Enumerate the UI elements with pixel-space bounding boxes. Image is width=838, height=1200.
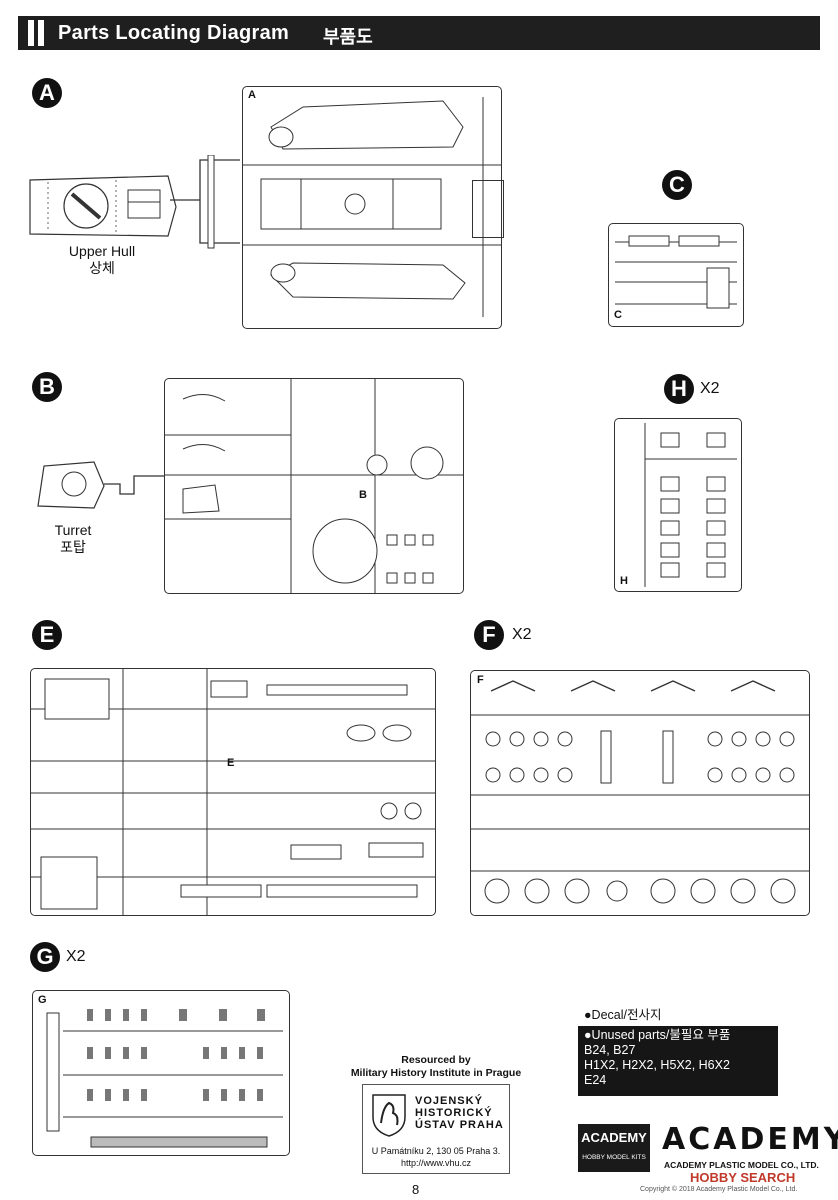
badge-bottom-text: HOBBY MODEL KITS bbox=[582, 1154, 646, 1161]
connector-b bbox=[104, 475, 170, 495]
runner-h: H bbox=[614, 418, 742, 592]
page-subtitle: 부품도 bbox=[323, 27, 373, 47]
section-h-multiplier: X2 bbox=[700, 380, 720, 397]
runner-b: B bbox=[164, 378, 464, 594]
watermark: HOBBY SEARCH bbox=[690, 1170, 796, 1185]
vhu-line: HISTORICKÝ bbox=[415, 1107, 493, 1119]
runner-h-label: H bbox=[620, 575, 628, 587]
header-bar-icon bbox=[38, 20, 44, 46]
section-c-marker: C bbox=[662, 170, 692, 200]
upper-hull-part bbox=[28, 172, 178, 242]
vhu-line: VOJENSKÝ bbox=[415, 1095, 483, 1107]
resource-heading-1: Resourced by bbox=[401, 1054, 471, 1066]
header-bar-icon bbox=[28, 20, 34, 46]
runner-g-label: G bbox=[38, 994, 47, 1006]
unused-parts-line: E24 bbox=[584, 1073, 607, 1087]
runner-f: F bbox=[470, 670, 810, 916]
badge-top-text: ACADEMY bbox=[581, 1130, 647, 1145]
runner-e: E bbox=[30, 668, 436, 916]
runner-a-label: A bbox=[248, 89, 256, 101]
unused-parts-line: H1X2, H2X2, H5X2, H6X2 bbox=[584, 1058, 730, 1072]
resource-url: http://www.vhu.cz bbox=[400, 1158, 472, 1168]
lion-shield-icon bbox=[372, 1094, 406, 1137]
copyright: Copyright © 2018 Academy Plastic Model C… bbox=[640, 1186, 798, 1193]
resource-address: U Památníku 2, 130 05 Praha 3. bbox=[371, 1146, 501, 1156]
vhu-line: ÚSTAV PRAHA bbox=[415, 1119, 504, 1131]
runner-f-label: F bbox=[477, 674, 484, 686]
vhu-logo-box: VOJENSKÝ HISTORICKÝ ÚSTAV PRAHA U Památn… bbox=[362, 1084, 510, 1174]
unused-parts-heading: ●Unused parts/불필요 부품 bbox=[584, 1028, 731, 1042]
runner-a-side-part bbox=[472, 180, 504, 238]
page-number: 8 bbox=[412, 1182, 420, 1197]
resource-heading: Resourced by Military History Institute … bbox=[336, 1054, 536, 1080]
runner-c: C bbox=[608, 223, 744, 327]
caption-ko: 포탑 bbox=[60, 539, 86, 555]
connector-a bbox=[170, 155, 240, 249]
section-g-marker: G bbox=[30, 942, 60, 972]
section-f-marker: F bbox=[474, 620, 504, 650]
vhu-logo-text: VOJENSKÝ HISTORICKÝ ÚSTAV PRAHA bbox=[415, 1095, 504, 1131]
runner-a: A bbox=[242, 86, 502, 329]
caption-en: Upper Hull bbox=[68, 243, 136, 259]
section-h-marker: H bbox=[664, 374, 694, 404]
page-title: Parts Locating Diagram bbox=[58, 22, 290, 44]
section-b-marker: B bbox=[32, 372, 62, 402]
resource-heading-2: Military History Institute in Prague bbox=[350, 1067, 522, 1079]
decal-note: ●Decal/전사지 bbox=[584, 1008, 662, 1022]
upper-hull-caption: Upper Hull 상체 bbox=[52, 243, 152, 277]
section-f-multiplier: X2 bbox=[512, 626, 532, 643]
academy-hobby-badge: ACADEMY HOBBY MODEL KITS bbox=[578, 1124, 650, 1172]
resource-contact: U Památníku 2, 130 05 Praha 3. http://ww… bbox=[363, 1145, 509, 1169]
runner-g: G bbox=[32, 990, 290, 1156]
section-g-multiplier: X2 bbox=[66, 948, 86, 965]
section-e-marker: E bbox=[32, 620, 62, 650]
unused-parts-line: B24, B27 bbox=[584, 1043, 636, 1057]
section-a-marker: A bbox=[32, 78, 62, 108]
runner-b-label: B bbox=[359, 489, 367, 501]
runner-c-label: C bbox=[614, 309, 622, 321]
caption-ko: 상체 bbox=[89, 260, 115, 276]
caption-en: Turret bbox=[54, 522, 92, 538]
academy-logo: ACADEMY bbox=[662, 1122, 838, 1157]
turret-part bbox=[34, 458, 106, 514]
unused-parts-box: ●Unused parts/불필요 부품 B24, B27 H1X2, H2X2… bbox=[578, 1026, 778, 1096]
turret-caption: Turret 포탑 bbox=[38, 522, 108, 556]
runner-e-label: E bbox=[227, 757, 235, 769]
academy-company: ACADEMY PLASTIC MODEL CO., LTD. bbox=[664, 1160, 819, 1170]
page-header: Parts Locating Diagram 부품도 bbox=[18, 16, 820, 50]
